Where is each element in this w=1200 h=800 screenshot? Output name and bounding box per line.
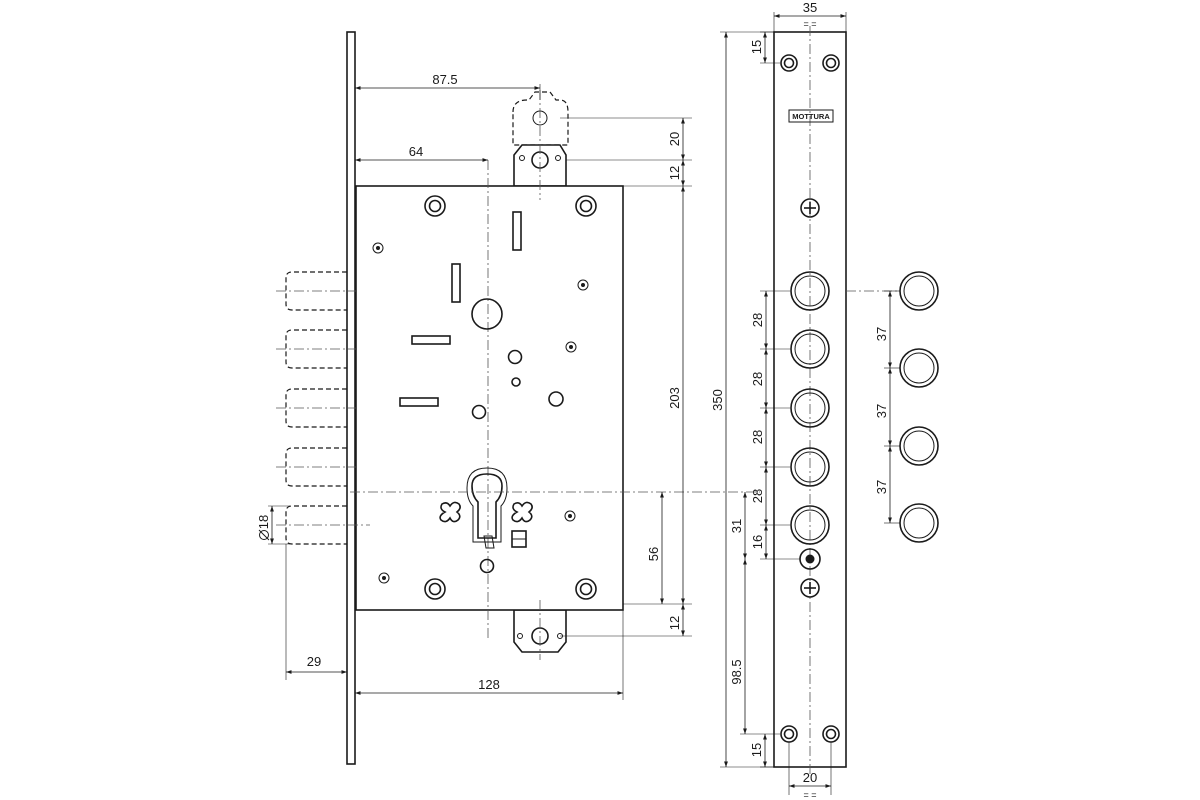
- dim-29: 29: [307, 654, 321, 669]
- eq-marks-bottom: = =: [803, 790, 816, 800]
- spindle-hole: [471, 298, 503, 330]
- dim-87-5: 87.5: [432, 72, 457, 87]
- dim-350: 350: [710, 389, 725, 411]
- dim-28-4: 28: [750, 489, 765, 503]
- slots: [399, 211, 522, 407]
- dim-28-1: 28: [750, 313, 765, 327]
- faceplate: [346, 31, 356, 765]
- dim-28-3: 28: [750, 430, 765, 444]
- bolts-dashed: [276, 271, 370, 545]
- striker-holes-view: 37 37 37: [846, 271, 939, 543]
- dim-20-bottom: 20: [803, 770, 817, 785]
- eq-marks-top: = =: [803, 19, 816, 29]
- dim-28-2: 28: [750, 372, 765, 386]
- dim-37-1: 37: [874, 327, 889, 341]
- dim-128: 128: [478, 677, 500, 692]
- side-view: MOTTURA 35 = =: [710, 0, 847, 800]
- dim-37-3: 37: [874, 480, 889, 494]
- dim-37-2: 37: [874, 404, 889, 418]
- dim-98-5: 98.5: [729, 659, 744, 684]
- dim-16: 16: [750, 535, 765, 549]
- screw-bosses: [424, 195, 597, 600]
- dim-20-top: 20: [667, 132, 682, 146]
- cylinder-profile: [466, 467, 508, 549]
- phillips-screw-top: [800, 198, 820, 218]
- brand-plate: [788, 109, 834, 123]
- top-tab-optional: [512, 91, 569, 146]
- dim-dia-18: 18: [256, 515, 271, 529]
- dim-15-top: 15: [749, 40, 764, 54]
- dim-203: 203: [667, 387, 682, 409]
- dim-12-top: 12: [667, 166, 682, 180]
- dim-15-bottom: 15: [749, 743, 764, 757]
- dim-64: 64: [409, 144, 423, 159]
- dim-12-bottom: 12: [667, 616, 682, 630]
- dim-35: 35: [803, 0, 817, 15]
- dim-31: 31: [729, 519, 744, 533]
- dim-56: 56: [646, 547, 661, 561]
- rivets: [372, 242, 589, 584]
- phillips-screw-bottom: [800, 578, 820, 598]
- brand-text: MOTTURA: [792, 112, 830, 121]
- front-view: 87.5 64 20 12 203 12 56 128 29: [256, 31, 760, 765]
- lock-case: [355, 185, 624, 611]
- bolt-holes-side: [790, 271, 830, 545]
